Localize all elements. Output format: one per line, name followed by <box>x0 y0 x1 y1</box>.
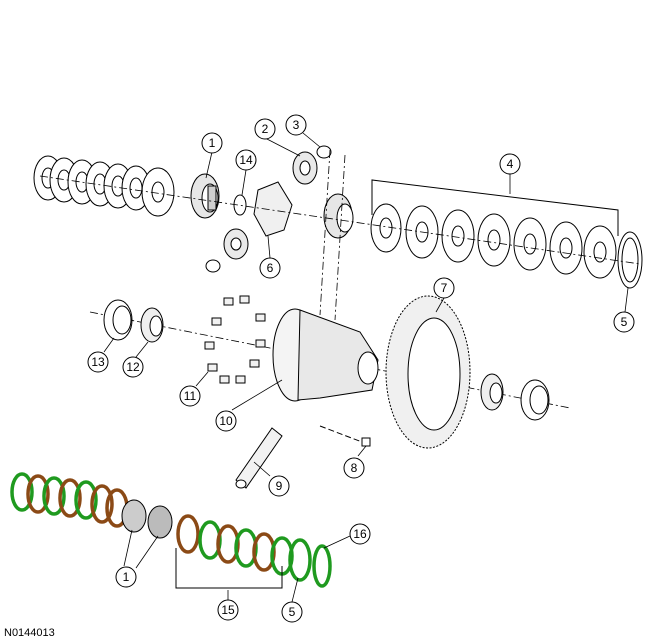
svg-text:7: 7 <box>441 281 448 295</box>
svg-text:1: 1 <box>209 136 216 150</box>
svg-text:10: 10 <box>219 414 233 428</box>
svg-text:5: 5 <box>621 315 628 329</box>
svg-text:5: 5 <box>289 605 296 619</box>
ring-gear-bolts-11 <box>204 295 266 384</box>
svg-text:6: 6 <box>267 261 274 275</box>
svg-text:4: 4 <box>507 157 514 171</box>
callout-15: 15 <box>217 599 239 621</box>
bearing-cup-13 <box>103 299 133 341</box>
svg-text:15: 15 <box>221 603 235 617</box>
bracket-4 <box>371 179 619 236</box>
svg-text:3: 3 <box>293 118 300 132</box>
figure-reference: N0144013 <box>4 627 55 639</box>
differential-case-10 <box>272 308 379 402</box>
pinion-cross-6 <box>253 181 293 237</box>
svg-text:16: 16 <box>353 527 367 541</box>
right-clutch-pack-4 <box>370 203 617 279</box>
callout-9: 9 <box>268 475 290 497</box>
svg-text:12: 12 <box>126 360 140 374</box>
ring-gear-7 <box>385 295 471 449</box>
left-clutch-pack <box>33 155 175 217</box>
pinion-gear-2 <box>292 151 318 185</box>
bottom-clutch-pack <box>10 472 129 528</box>
svg-text:13: 13 <box>91 355 105 369</box>
svg-text:8: 8 <box>351 461 358 475</box>
bracket-15 <box>175 548 283 589</box>
callout-16: 16 <box>349 523 371 545</box>
svg-text:1: 1 <box>123 570 130 584</box>
bearing-right <box>480 373 550 421</box>
callout-1b: 1 <box>115 566 137 588</box>
side-gear-top <box>190 173 220 219</box>
callout-12: 12 <box>122 356 144 378</box>
svg-text:2: 2 <box>262 122 269 136</box>
callout-13: 13 <box>87 351 109 373</box>
bearing-12 <box>140 307 164 343</box>
svg-text:11: 11 <box>184 389 197 403</box>
bottom-side-gears <box>121 499 173 539</box>
callout-10: 10 <box>215 410 237 432</box>
callout-4: 4 <box>499 153 521 175</box>
callout-3: 3 <box>285 114 307 136</box>
thrust-washer-14 <box>233 194 247 216</box>
pinion-gear-lower <box>205 228 249 273</box>
callout-7: 7 <box>433 277 455 299</box>
pinion-washer-3 <box>316 145 332 159</box>
callout-11: 11 <box>179 385 201 407</box>
shim-5-top <box>617 231 643 289</box>
lock-pin-8 <box>319 425 371 447</box>
callout-5b: 5 <box>281 601 303 623</box>
pinion-shaft-9 <box>235 427 283 489</box>
callout-5a: 5 <box>613 311 635 333</box>
callout-6: 6 <box>259 257 281 279</box>
side-gear-right <box>323 193 354 239</box>
bottom-clutch-pack-right <box>176 514 332 588</box>
callout-8: 8 <box>343 457 365 479</box>
callout-14: 14 <box>235 149 257 171</box>
svg-text:9: 9 <box>276 479 283 493</box>
callout-1a: 1 <box>201 132 223 154</box>
leader-lines <box>103 132 629 603</box>
svg-text:14: 14 <box>239 153 253 167</box>
callout-2: 2 <box>254 118 276 140</box>
